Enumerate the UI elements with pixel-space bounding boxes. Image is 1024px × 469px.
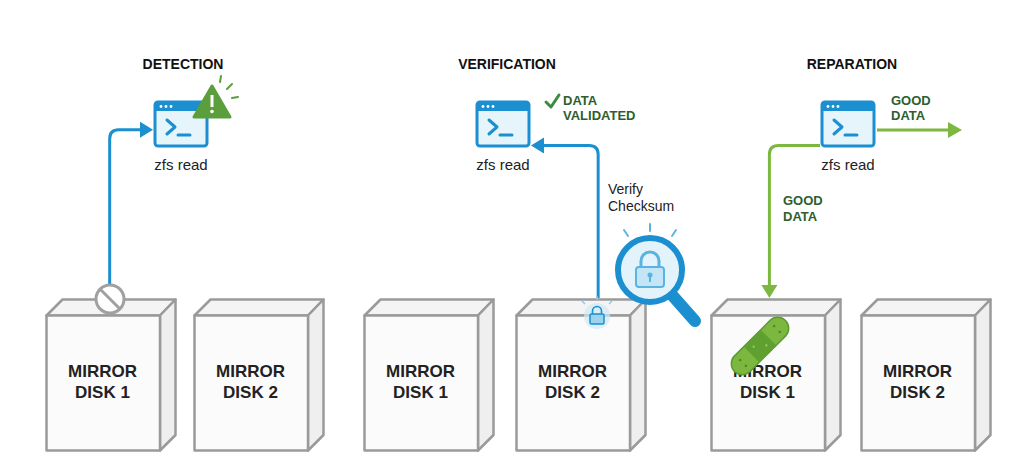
terminal-node: zfs read (475, 100, 531, 148)
disk-label: MIRROR DISK 2 (868, 362, 968, 403)
disk-node: MIRROR DISK 2 (193, 298, 325, 452)
disk-label: MIRROR DISK 1 (53, 362, 153, 403)
terminal-icon (153, 100, 209, 148)
disk-label-box: MIRROR DISK 1 (363, 315, 478, 450)
disk-label-box: MIRROR DISK 1 (45, 315, 160, 450)
flow-arrow (110, 122, 153, 298)
disk-label: MIRROR DISK 1 (371, 362, 471, 403)
disk-node: MIRROR DISK 1 (363, 298, 495, 452)
terminal-icon (820, 100, 876, 148)
terminal-node: zfs read (820, 100, 876, 148)
disk-label-box: MIRROR DISK 1 (710, 315, 825, 450)
disk-node: MIRROR DISK 2 (515, 298, 647, 452)
command-label: zfs read (788, 156, 908, 173)
command-label: zfs read (121, 156, 241, 173)
panel-heading: DETECTION (83, 56, 283, 72)
disk-label: MIRROR DISK 2 (523, 362, 623, 403)
disk-label-box: MIRROR DISK 2 (860, 315, 975, 450)
disk-node: MIRROR DISK 2 (860, 298, 992, 452)
terminal-icon (475, 100, 531, 148)
command-label: zfs read (443, 156, 563, 173)
disk-label: MIRROR DISK 2 (201, 362, 301, 403)
disk-node: MIRROR DISK 1 (710, 298, 842, 452)
disk-node: MIRROR DISK 1 (45, 298, 177, 452)
edge-label: Verify Checksum (608, 181, 682, 215)
status-note: DATA VALIDATED (563, 94, 645, 124)
edge-label: GOOD DATA (783, 193, 835, 224)
panel-heading: VERIFICATION (407, 56, 607, 72)
disk-label-box: MIRROR DISK 2 (193, 315, 308, 450)
output-arrow (877, 122, 962, 138)
check-mark (546, 95, 559, 107)
terminal-node: zfs read (153, 100, 209, 148)
output-note: GOOD DATA (891, 94, 943, 124)
disk-label-box: MIRROR DISK 2 (515, 315, 630, 450)
flow-arrow (531, 138, 598, 298)
disk-label: MIRROR DISK 1 (718, 362, 818, 403)
panel-heading: REPARATION (752, 56, 952, 72)
